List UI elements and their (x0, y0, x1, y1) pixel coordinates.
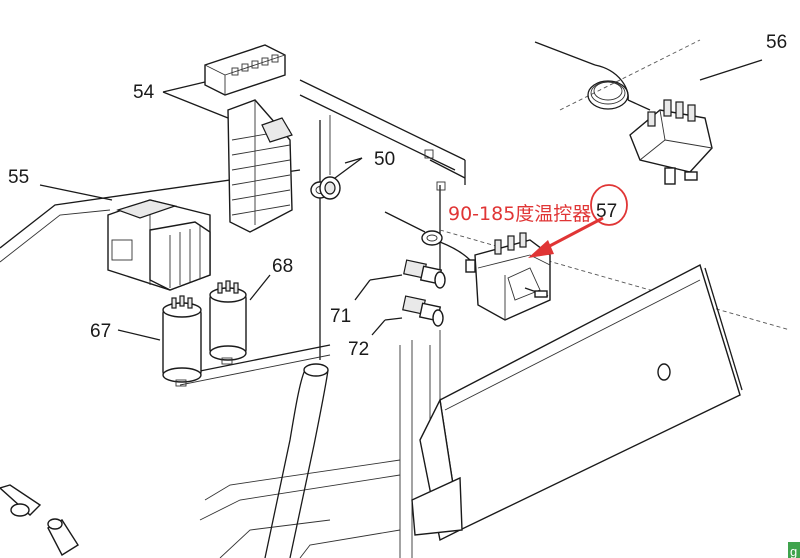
callout-55: 55 (8, 167, 29, 188)
callout-72: 72 (348, 339, 369, 360)
red-arrow-shaft (541, 216, 604, 252)
corner-badge-text: g (790, 544, 797, 558)
part-72-indicator-lamp (402, 295, 444, 327)
callout-labels: 54 55 50 56 57 67 68 71 72 (8, 32, 787, 360)
callout-56: 56 (766, 32, 787, 53)
red-arrow-head (528, 240, 554, 258)
angle-bracket (411, 263, 743, 542)
corner-badge: g (788, 542, 800, 558)
annotation-note: 90-185度温控器 (448, 203, 591, 225)
part-67-capacitor (162, 295, 202, 387)
part-57-rotary-thermostat (384, 211, 551, 321)
callout-67: 67 (90, 321, 111, 342)
callout-54: 54 (133, 82, 155, 103)
part-50-grommet (310, 176, 341, 200)
part-71-indicator-lamp (403, 259, 446, 289)
red-annotation: 90-185度温控器 (448, 184, 628, 258)
callout-71: 71 (330, 306, 351, 327)
cabinet-frame (0, 39, 791, 558)
callout-57: 57 (596, 201, 617, 222)
part-68-capacitor (209, 280, 247, 365)
red-circle-highlight (590, 184, 628, 226)
bottom-screws (0, 484, 79, 556)
leader-lines (39, 59, 763, 341)
pipe (264, 363, 329, 558)
part-56-capillary-thermostat (534, 41, 713, 185)
part-55-contactor (107, 199, 211, 291)
corner-badge-bg (788, 542, 800, 558)
part-54-terminal-block (204, 44, 293, 233)
callout-50: 50 (374, 149, 395, 170)
callout-68: 68 (272, 256, 293, 277)
